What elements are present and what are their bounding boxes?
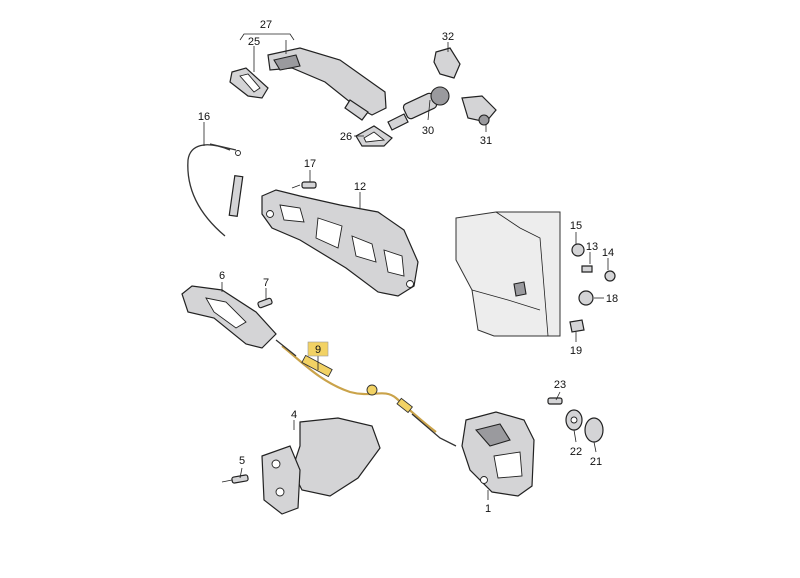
callout-7: 7 bbox=[263, 277, 269, 289]
callout-32: 32 bbox=[442, 31, 454, 43]
callout-4: 4 bbox=[291, 409, 297, 421]
callout-23: 23 bbox=[554, 379, 566, 391]
cylinder-housing bbox=[461, 95, 497, 126]
callout-6: 6 bbox=[219, 270, 225, 282]
callout-19: 19 bbox=[570, 345, 582, 357]
screw-5 bbox=[221, 474, 249, 484]
seal-gasket bbox=[355, 125, 393, 147]
callout-30: 30 bbox=[422, 125, 434, 137]
door-inner-panel-section bbox=[455, 211, 616, 337]
handle-gasket bbox=[229, 67, 269, 99]
callout-21: 21 bbox=[590, 456, 602, 468]
lock-bracket bbox=[261, 417, 381, 515]
release-cable-9 bbox=[275, 339, 457, 447]
exterior-door-handle bbox=[267, 47, 387, 121]
callout-1: 1 bbox=[485, 503, 491, 515]
leader-lines bbox=[203, 33, 609, 500]
screw-17 bbox=[291, 181, 317, 189]
callout-22: 22 bbox=[570, 446, 582, 458]
washer-22 bbox=[565, 409, 583, 431]
callout-9: 9 bbox=[315, 344, 321, 356]
lock-cylinder bbox=[387, 86, 450, 131]
interior-door-handle bbox=[181, 285, 277, 349]
callout-15: 15 bbox=[570, 220, 582, 232]
callout-labels: 27 25 32 16 26 30 31 17 12 15 13 14 18 1… bbox=[198, 19, 618, 515]
callout-5: 5 bbox=[239, 455, 245, 467]
callout-14: 14 bbox=[602, 247, 614, 259]
screw-7 bbox=[257, 297, 273, 309]
bowden-cable-16 bbox=[187, 143, 244, 237]
callout-17: 17 bbox=[304, 158, 316, 170]
callout-31: 31 bbox=[480, 135, 492, 147]
callout-16: 16 bbox=[198, 111, 210, 123]
callout-27: 27 bbox=[260, 19, 272, 31]
handle-cap bbox=[433, 47, 461, 79]
callout-12: 12 bbox=[354, 181, 366, 193]
callout-13: 13 bbox=[586, 241, 598, 253]
callout-26: 26 bbox=[340, 131, 352, 143]
screw-23 bbox=[547, 397, 563, 405]
door-lock-unit bbox=[461, 411, 535, 497]
callout-9-highlight-box bbox=[307, 341, 329, 357]
callout-25: 25 bbox=[248, 36, 260, 48]
cover-21 bbox=[584, 417, 604, 443]
callout-18: 18 bbox=[606, 293, 618, 305]
handle-carrier-frame bbox=[261, 189, 419, 297]
